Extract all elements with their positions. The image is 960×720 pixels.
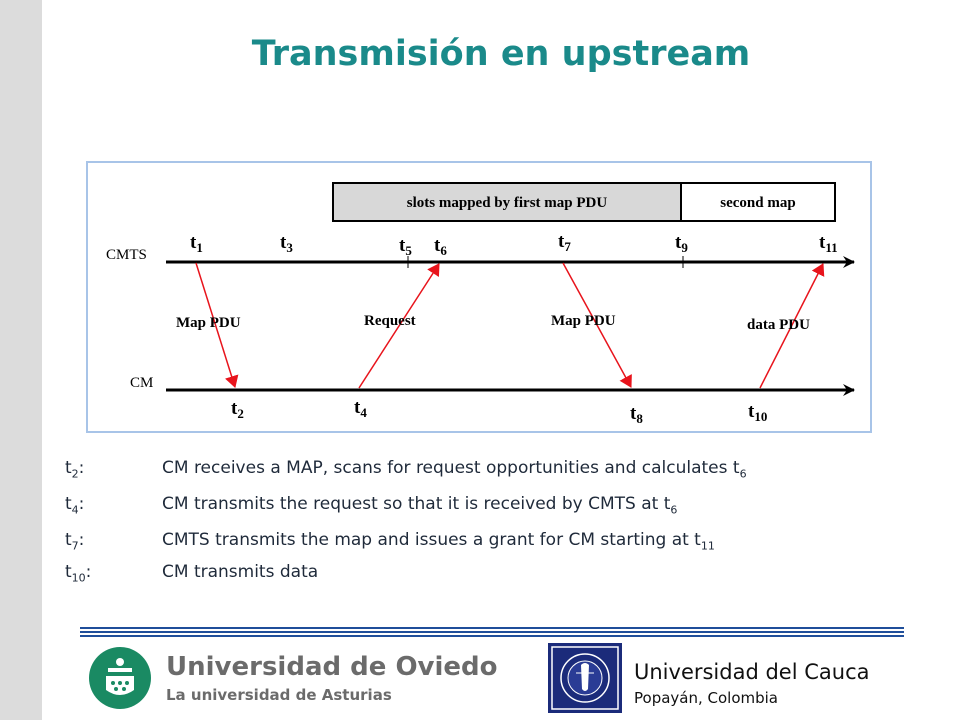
note-key: t10: — [65, 562, 92, 585]
time-t1: t1 — [190, 232, 203, 255]
note-text: CMTS transmits the map and issues a gran… — [162, 530, 715, 553]
cm-label: CM — [130, 375, 153, 391]
oviedo-university-subtitle: La universidad de Asturias — [166, 686, 392, 704]
second-map-label: second map — [720, 195, 795, 211]
time-t2: t2 — [231, 398, 244, 421]
first-map-label: slots mapped by first map PDU — [407, 195, 608, 211]
request-label: Request — [364, 313, 416, 329]
note-text: CM receives a MAP, scans for request opp… — [162, 458, 747, 481]
note-text: CM transmits data — [162, 562, 319, 582]
note-t4: t4: CM transmits the request so that it … — [65, 494, 925, 530]
note-text: CM transmits the request so that it is r… — [162, 494, 678, 517]
time-t4: t4 — [354, 397, 367, 420]
map-pdu-arrow-1 — [195, 262, 239, 388]
time-t3: t3 — [280, 232, 293, 255]
second-map-box — [680, 182, 836, 222]
cmts-label: CMTS — [106, 247, 147, 263]
data-pdu-arrow — [759, 263, 825, 389]
note-key: t4: — [65, 494, 85, 517]
note-t7: t7: CMTS transmits the map and issues a … — [65, 530, 925, 562]
cauca-university-city: Popayán, Colombia — [634, 689, 779, 707]
time-t10: t10 — [748, 401, 767, 424]
note-key: t7: — [65, 530, 85, 553]
data-pdu-label: data PDU — [747, 317, 810, 333]
note-key: t2: — [65, 458, 85, 481]
timing-diagram: slots mapped by first map PDU second map… — [86, 161, 872, 433]
note-t10: t10: CM transmits data — [65, 562, 925, 594]
page-title: Transmisión en upstream — [251, 34, 751, 74]
cauca-university-name: Universidad del Cauca — [634, 660, 870, 684]
time-t8: t8 — [630, 403, 643, 426]
left-sidebar-strip — [0, 0, 42, 720]
timing-diagram-svg: slots mapped by first map PDU second map… — [106, 182, 855, 426]
map-pdu-label-2: Map PDU — [551, 313, 616, 329]
notes-list: t2: CM receives a MAP, scans for request… — [65, 458, 925, 594]
time-t5: t5 — [399, 235, 412, 258]
map-pdu-arrow-2 — [562, 262, 632, 388]
time-t9: t9 — [675, 232, 688, 255]
map-pdu-label-1: Map PDU — [176, 315, 241, 331]
footer-divider — [80, 627, 904, 639]
request-arrow — [358, 263, 440, 389]
oviedo-logo-icon — [89, 647, 151, 709]
time-t11: t11 — [819, 232, 838, 255]
cauca-seal-icon — [548, 643, 622, 713]
time-t7: t7 — [558, 231, 571, 254]
time-t6: t6 — [434, 235, 447, 258]
note-t2: t2: CM receives a MAP, scans for request… — [65, 458, 925, 494]
first-map-box — [332, 182, 682, 222]
oviedo-university-name: Universidad de Oviedo — [166, 652, 498, 682]
